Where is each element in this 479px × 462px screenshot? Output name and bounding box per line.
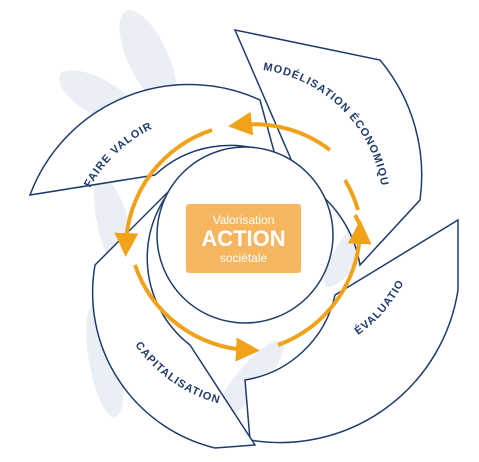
arrow-bottom <box>133 264 260 362</box>
arrow-left-head-fix <box>343 178 360 211</box>
segment-faire-valoir <box>28 83 277 196</box>
center-action-box: Valorisation ACTION sociétale <box>186 204 301 273</box>
segment-evaluation <box>244 218 459 444</box>
center-line-action: ACTION <box>201 225 286 251</box>
center-line-societale: sociétale <box>219 250 268 265</box>
arrow-left <box>114 128 213 257</box>
arrow-top <box>228 111 332 152</box>
arrow-right <box>277 214 360 347</box>
center-line-valorisation: Valorisation <box>212 212 275 227</box>
